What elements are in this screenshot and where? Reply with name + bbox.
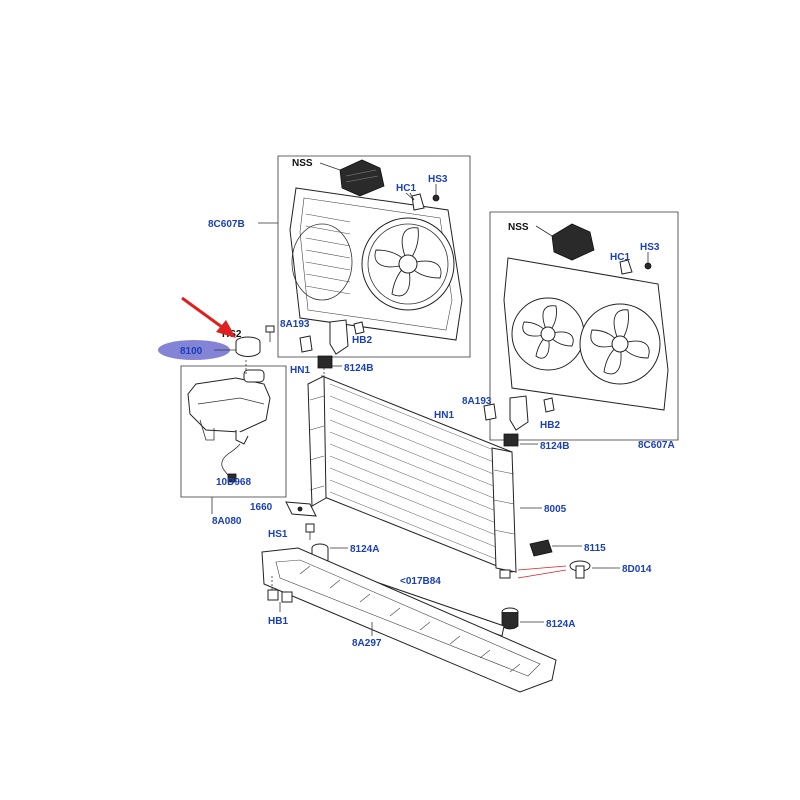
label-8124b-top: 8124B: [344, 363, 373, 374]
label-hn1-mid: HN1: [434, 410, 454, 421]
label-hc1-right: HC1: [610, 252, 630, 263]
fan-assembly-right: [489, 211, 679, 441]
bracket-mid: [483, 395, 555, 447]
label-hs3-right: HS3: [640, 242, 660, 253]
mount-8124a-right: [501, 607, 519, 630]
bolt-hs2: [265, 325, 275, 342]
label-8a297: 8A297: [352, 638, 382, 649]
label-017b84: <017B84: [400, 576, 441, 587]
label-8124b-mid: 8124B: [540, 441, 569, 452]
label-nss-left: NSS: [292, 158, 313, 169]
bracket-top: [299, 319, 365, 378]
drain-plug: [517, 560, 591, 579]
label-hb2-mid: HB2: [540, 420, 560, 431]
label-8100: 8100: [180, 346, 203, 357]
expansion-tank: [180, 365, 287, 514]
lower-deflector: [261, 547, 557, 693]
cap-part: [235, 336, 261, 357]
label-8c607a: 8C607A: [638, 440, 675, 451]
temp-sensor: [529, 539, 582, 557]
clip-hb1: [267, 576, 293, 612]
label-8a193-mid: 8A193: [462, 396, 492, 407]
cap-highlight: [158, 340, 230, 360]
label-8005: 8005: [544, 504, 567, 515]
label-hb1: HB1: [268, 616, 288, 627]
label-8d014: 8D014: [622, 564, 652, 575]
label-8115: 8115: [584, 543, 606, 554]
label-8c607b: 8C607B: [208, 219, 245, 230]
label-hn1-top: HN1: [290, 365, 310, 376]
label-hc1-left: HC1: [396, 183, 416, 194]
red-arrow: [181, 296, 236, 338]
label-hs3-left: HS3: [428, 174, 448, 185]
bracket-1660: [285, 501, 317, 540]
label-1660: 1660: [250, 502, 273, 513]
label-8a193-top: 8A193: [280, 319, 310, 330]
label-hb2-top: HB2: [352, 335, 372, 346]
label-nss-right: NSS: [508, 222, 529, 233]
label-8124a-right: 8124A: [546, 619, 575, 630]
label-8124a-left: 8124A: [350, 544, 379, 555]
fan-assembly-left: [258, 155, 471, 358]
label-10d968: 10D968: [216, 477, 251, 488]
label-8a080: 8A080: [212, 516, 242, 527]
radiator: [307, 375, 517, 579]
label-hs1: HS1: [268, 529, 288, 540]
